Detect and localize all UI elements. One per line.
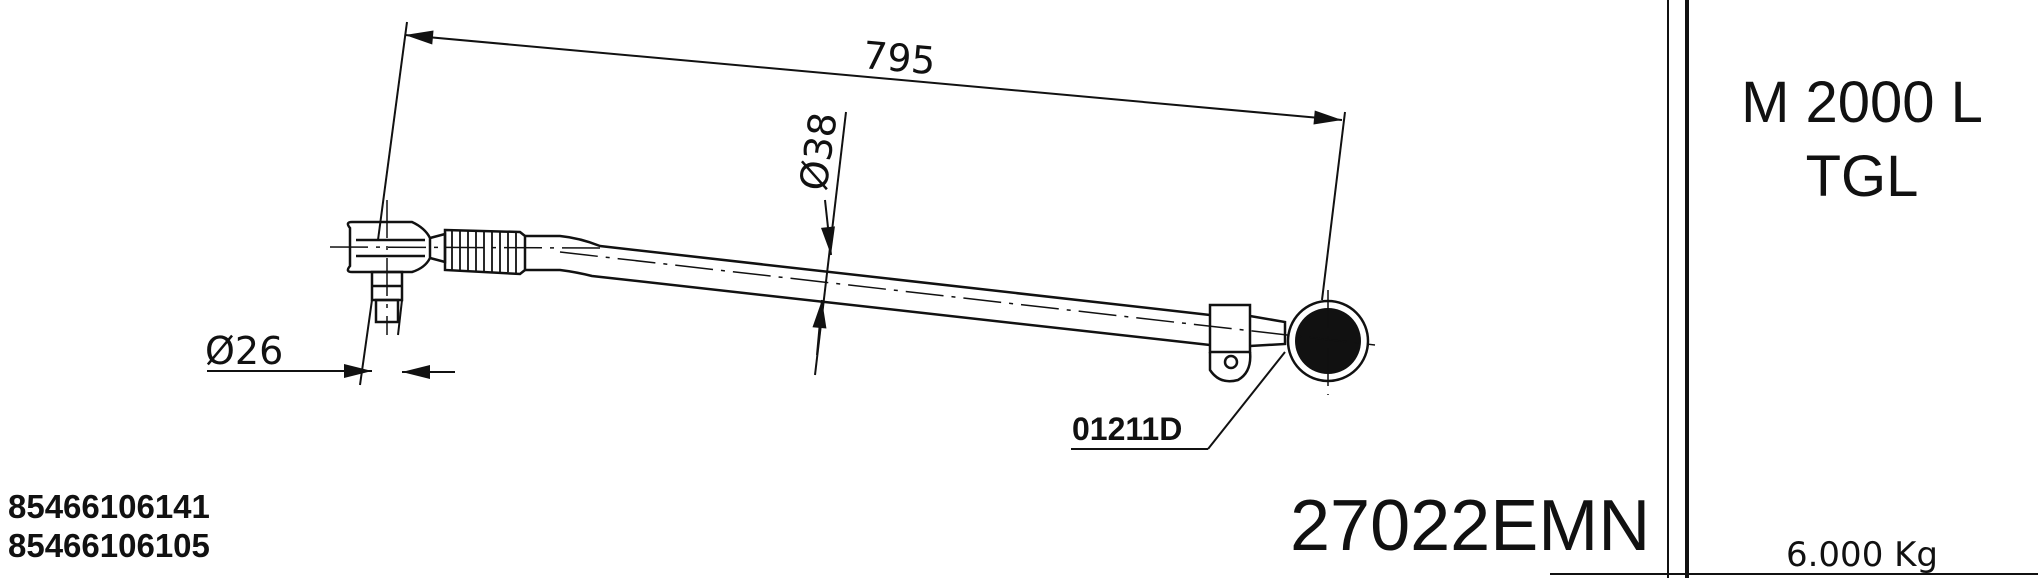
model-line-1: M 2000 L	[1741, 70, 1983, 135]
tube-lower-edge	[525, 268, 1211, 347]
model-line-2: TGL	[1806, 144, 1919, 209]
callout-part-label: 01211D	[1072, 411, 1182, 447]
tie-rod-drawing	[346, 220, 1370, 383]
oem-number-2: 85466106105	[8, 527, 210, 564]
dimension-pin-diameter-label: Ø26	[205, 329, 283, 373]
dimension-tube-diameter	[812, 111, 847, 376]
right-ball-fill	[1295, 308, 1361, 374]
dimension-tube-diameter-label: Ø38	[791, 110, 845, 194]
title-block-frame	[1550, 0, 2038, 578]
part-number: 27022EMN	[1290, 486, 1650, 566]
callout-leader	[1071, 351, 1286, 450]
oem-number-1: 85466106141	[8, 488, 210, 525]
center-lines	[329, 200, 1376, 395]
threaded-section	[443, 228, 527, 276]
tube-upper-edge	[525, 234, 1211, 317]
dimension-length	[377, 21, 1346, 301]
dimension-pin-diameter	[207, 299, 455, 386]
dimension-length-label: 795	[861, 33, 937, 83]
weight-label: 6.000 Kg	[1786, 535, 1938, 575]
